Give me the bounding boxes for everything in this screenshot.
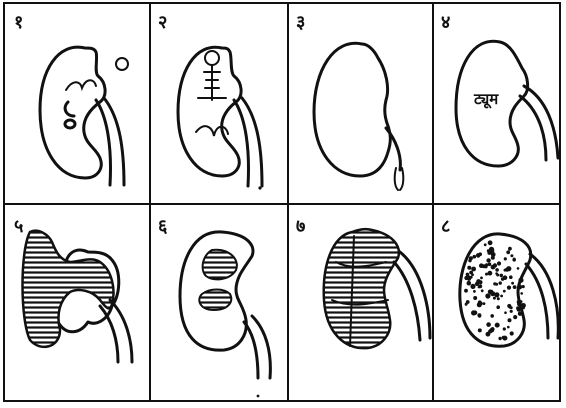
panel-1-kidney [40,47,128,185]
speckle [520,292,523,295]
panel-3-kidney [314,43,403,190]
speckle [522,285,525,288]
speckle [495,268,499,272]
speckle [488,240,493,245]
speckle [488,271,493,276]
speckle [481,289,484,292]
speckle [488,263,492,267]
speckle [506,250,510,254]
panel-5-label: ५ [14,216,23,237]
speckle [484,243,487,246]
speckle [478,252,482,256]
speckle [507,304,511,308]
speckle [496,305,500,309]
speckle [470,276,473,279]
speckle [508,247,512,251]
speckle [493,297,496,300]
speckle [498,337,501,340]
speckle [491,327,494,330]
speckle [473,290,476,293]
speckle [513,285,517,289]
speckle [509,275,513,279]
speckle [486,258,490,262]
speckle [483,302,486,305]
speckle [473,296,477,300]
panel-2-kidney [178,47,262,189]
speckle [467,281,472,286]
speckle [503,327,506,330]
speckle [467,266,471,270]
speckle [469,256,473,260]
speckle [510,254,513,257]
speckle [485,293,490,298]
panel-grid [4,3,560,401]
speckle [490,314,494,318]
panel-6-kidney [180,232,270,397]
speckle [499,281,502,284]
panel-8-kidney [460,234,558,346]
speckle [517,308,521,312]
speckle [470,284,475,289]
speckle [493,282,496,285]
speckle [464,289,468,293]
speckle [508,318,512,322]
panel-4-word: ट्यूम [473,90,499,109]
panel-2-label: २ [158,12,167,33]
speckle [513,315,517,319]
speckle [520,300,523,303]
speckle [517,267,520,270]
speckle [478,328,482,332]
speckle [490,291,495,296]
panel-7-kidney [324,229,430,348]
speckle [478,286,481,289]
speckle [511,282,514,285]
speckle [482,264,486,268]
speckle [510,310,513,313]
speckle [507,286,511,290]
speckle [505,268,509,272]
panel-4-kidney: ट्यूम [456,41,558,166]
speckle [471,273,474,276]
speckle [491,265,496,270]
speckle [495,272,498,275]
speckle [517,285,522,290]
speckle [491,256,495,260]
panel-4-label: ४ [441,12,450,33]
speckle [503,275,508,280]
speckle [471,310,476,315]
panel-1-label: १ [14,12,23,33]
speckle [479,280,483,284]
speckle [497,261,501,265]
speckle [486,332,491,337]
speckle [486,322,491,327]
speckle [480,277,483,280]
speckle [465,303,468,306]
speckle [477,313,481,317]
panel-3-label: ३ [296,12,305,33]
panel-6-label: ६ [158,216,168,237]
speckle [502,336,507,341]
panel-5-kidney [23,231,133,362]
speckle [495,323,500,328]
speckle [471,267,476,272]
speckle [489,248,494,253]
speckle [479,302,483,306]
panel-7-label: ७ [296,216,305,237]
panel-8-label: ८ [441,216,450,237]
speckle [497,297,500,300]
speckle [518,312,522,316]
speckle [504,311,507,314]
speckle [503,290,506,293]
speckle [518,278,523,283]
speckle [522,306,525,309]
speckle [504,257,507,260]
speckle [510,331,514,335]
speckle [500,295,503,298]
speckle [500,274,504,278]
speckle [507,326,510,329]
speckle [512,258,516,262]
speckle [473,255,477,259]
